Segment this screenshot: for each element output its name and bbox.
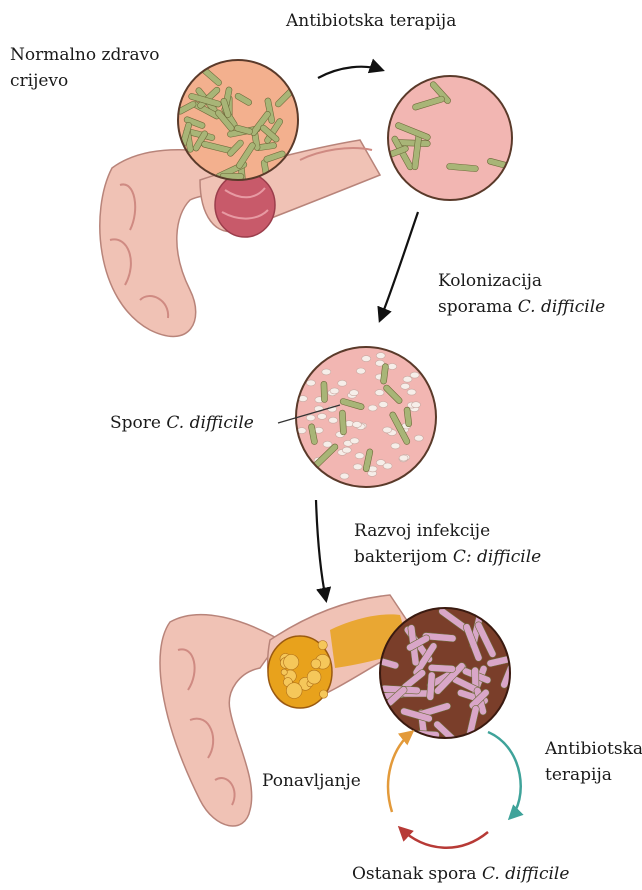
label-residual-spores-species: C. difficile xyxy=(482,864,569,884)
cycle-arrow-antibiotic xyxy=(488,732,521,818)
spore xyxy=(356,368,365,374)
pseudomembrane-plaque xyxy=(307,670,321,684)
spore xyxy=(383,427,392,433)
depleted-flora-circle xyxy=(380,76,512,200)
spore xyxy=(350,438,359,444)
label-colonization-line2: sporama xyxy=(438,297,518,317)
spore xyxy=(401,383,410,389)
cycle-arrow-residual xyxy=(400,828,488,848)
spore xyxy=(329,417,338,423)
spore xyxy=(391,443,400,449)
label-colonization-line1: Kolonizacija xyxy=(438,268,605,294)
label-antibiotic-therapy-cycle: Antibiotska terapija xyxy=(545,736,642,788)
pseudomembrane-plaque xyxy=(286,683,302,699)
label-colonization-species: C. difficile xyxy=(518,297,605,317)
pseudomembrane-plaque xyxy=(311,659,321,669)
pseudomembrane-plaque xyxy=(318,641,327,650)
recurrence-cycle xyxy=(388,732,521,848)
label-spores-text: Spore xyxy=(110,413,166,433)
spore xyxy=(340,473,349,479)
label-infection-line1: Razvoj infekcije xyxy=(354,518,541,544)
spore xyxy=(388,364,397,370)
spore xyxy=(322,369,331,375)
bacterium-rod xyxy=(339,410,346,435)
pseudomembrane-plaque xyxy=(281,669,287,675)
label-colonization: Kolonizacija sporama C. difficile xyxy=(438,268,605,320)
label-infection: Razvoj infekcije bakterijom C: difficile xyxy=(354,518,541,570)
c-difficile-rod xyxy=(428,664,456,672)
spore xyxy=(306,380,315,386)
label-normal-gut: Normalno zdravo crijevo xyxy=(10,42,159,94)
arrow-infection-development xyxy=(316,500,326,600)
spore xyxy=(352,422,361,428)
label-normal-gut-line2: crijevo xyxy=(10,68,159,94)
cycle-arrow-recurrence xyxy=(388,732,412,812)
spore xyxy=(383,463,392,469)
label-antibiotic-cycle-line1: Antibiotska xyxy=(545,736,642,762)
spore xyxy=(350,390,359,396)
pseudomembrane-plaque xyxy=(284,655,299,670)
spore xyxy=(379,402,388,408)
label-antibiotic-cycle-line2: terapija xyxy=(545,762,642,788)
pseudomembrane-plaque xyxy=(320,690,328,698)
spore xyxy=(376,353,385,359)
spore xyxy=(355,453,364,459)
spore xyxy=(323,441,332,447)
arrow-colonization xyxy=(380,212,418,320)
spore xyxy=(306,415,315,421)
spore xyxy=(318,413,327,419)
spore xyxy=(338,380,347,386)
arrow-antibiotic-therapy xyxy=(318,67,382,78)
spore xyxy=(399,455,408,461)
label-antibiotic-therapy-top: Antibiotska terapija xyxy=(286,8,456,34)
spore xyxy=(342,447,351,453)
label-recurrence: Ponavljanje xyxy=(262,768,361,794)
spore xyxy=(407,389,416,395)
spore xyxy=(330,388,339,394)
label-spores-species: C. difficile xyxy=(166,413,253,433)
spores-circle xyxy=(296,347,436,487)
spore xyxy=(414,435,423,441)
label-spores: Spore C. difficile xyxy=(110,410,254,436)
label-residual-spores: Ostanak spora C. difficile xyxy=(352,861,569,887)
label-normal-gut-line1: Normalno zdravo xyxy=(10,42,159,68)
spore xyxy=(353,464,362,470)
spore xyxy=(410,372,419,378)
label-residual-spores-text: Ostanak spora xyxy=(352,864,482,884)
spore xyxy=(362,356,371,362)
label-infection-line2: bakterijom xyxy=(354,547,453,567)
spore xyxy=(368,405,377,411)
spore xyxy=(412,402,421,408)
label-infection-species: C: difficile xyxy=(453,547,541,567)
spore xyxy=(375,390,384,396)
bacterium-rod xyxy=(321,381,328,402)
